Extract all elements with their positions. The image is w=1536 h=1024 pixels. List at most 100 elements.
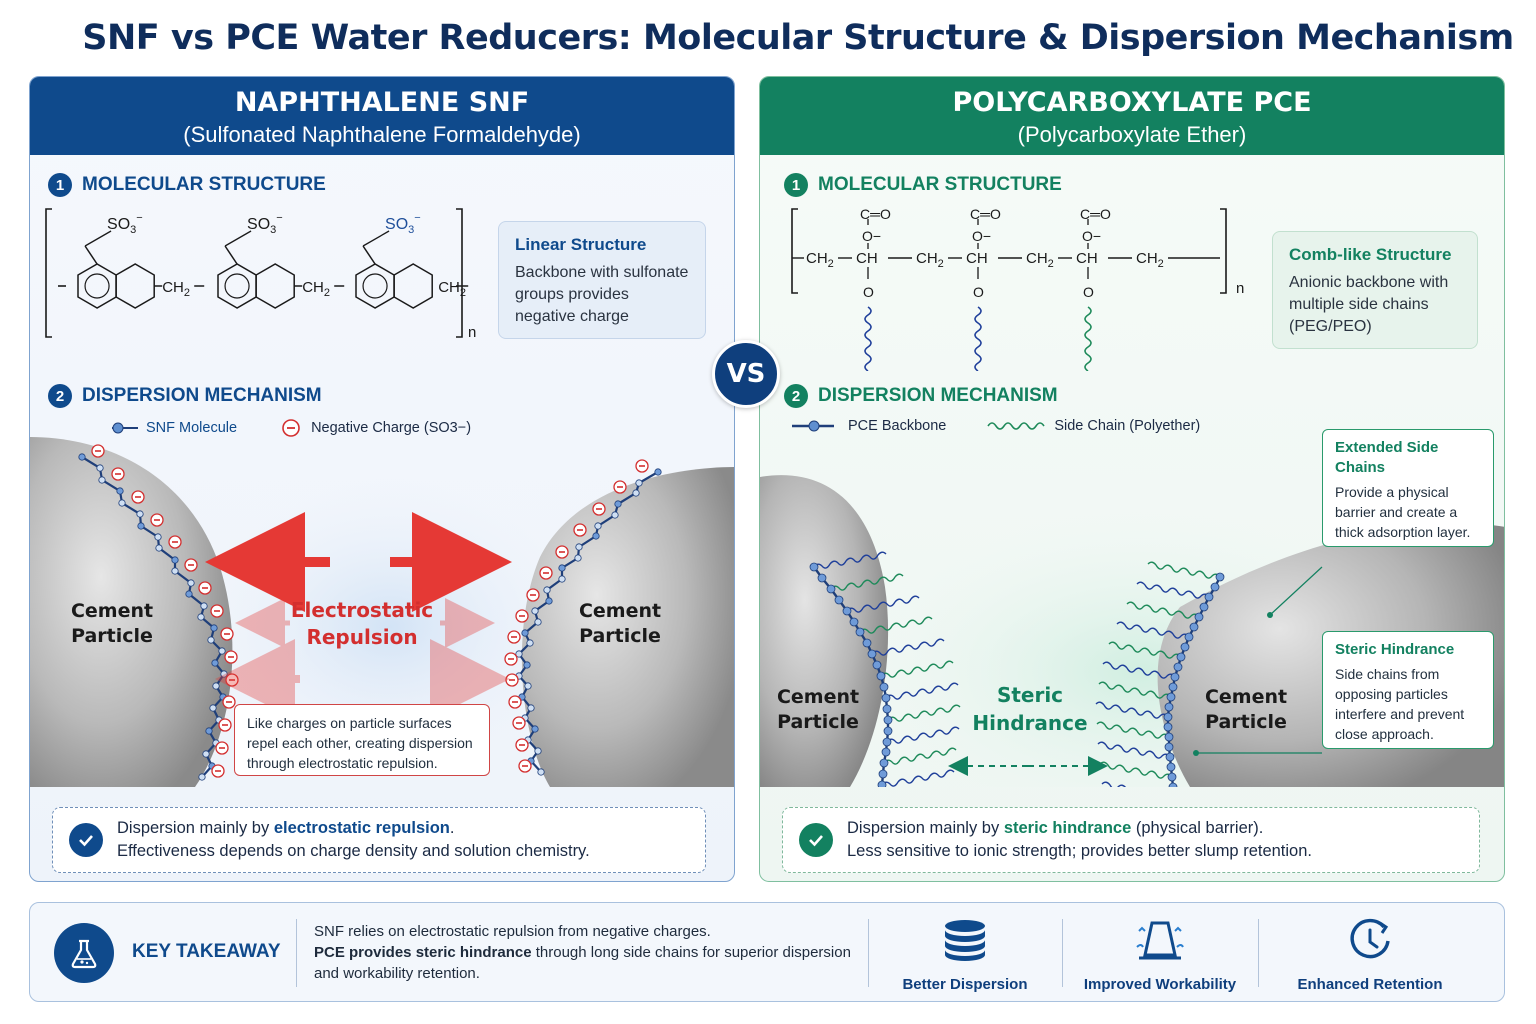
snf-panel-header: NAPHTHALENE SNF (Sulfonated Naphthalene … <box>30 77 734 155</box>
summary-post: . <box>449 819 455 837</box>
summary-pre: Dispersion mainly by <box>117 819 274 837</box>
snf-subtitle: (Sulfonated Naphthalene Formaldehyde) <box>183 122 581 147</box>
snf-monomer <box>200 602 208 610</box>
pce-backbone-unit <box>1215 572 1225 582</box>
force-label-line2: Repulsion <box>306 625 417 649</box>
snf-monomer <box>531 725 539 733</box>
particle-label-line2: Particle <box>71 625 153 647</box>
snf-monomer <box>632 489 640 497</box>
snf-monomer <box>594 522 602 530</box>
steric-hindrance-note: Steric Hindrance Side chains from opposi… <box>1322 631 1494 749</box>
polyether-side-chain <box>1095 701 1169 719</box>
naphthalene-unit: SO3−CH2 <box>217 212 345 309</box>
pce-backbone-unit <box>1164 742 1174 752</box>
snf-monomer <box>98 476 106 484</box>
legend-pce-backbone: PCE Backbone <box>848 418 947 434</box>
snf-monomer <box>534 747 542 755</box>
negative-charge-icon <box>220 627 234 641</box>
pce-backbone-unit <box>826 584 836 594</box>
polyether-side-chain <box>864 306 872 371</box>
summary-highlight: steric hindrance <box>1003 819 1132 837</box>
cement-particle-right <box>521 467 734 787</box>
polyether-side-chain <box>1126 601 1200 619</box>
snf-monomer <box>136 510 144 518</box>
negative-charge-icon <box>215 741 229 755</box>
section-label: MOLECULAR STRUCTURE <box>82 174 326 195</box>
negative-charge-icon <box>504 652 518 666</box>
methylene-carbon: CH2 <box>806 250 834 270</box>
methylene-linker: CH2 <box>438 279 466 299</box>
snf-monomer <box>212 682 220 690</box>
pce-backbone-unit <box>1168 782 1178 787</box>
pce-backbone-unit <box>879 758 889 768</box>
pce-backbone-unit <box>867 649 877 659</box>
snf-monomer <box>523 661 531 669</box>
pce-backbone-unit <box>879 682 889 692</box>
negative-charge-icon <box>211 764 225 778</box>
carboxylate-oxygen: O− <box>862 228 881 244</box>
snf-monomer <box>211 659 219 667</box>
carbonyl-group: C═O <box>970 206 1001 222</box>
snf-monomer <box>171 567 179 575</box>
polyether-side-chain <box>1098 681 1172 699</box>
pce-backbone-unit <box>1165 752 1175 762</box>
force-label-line1: Electrostatic <box>291 598 433 622</box>
benefit-improved-workability: Improved Workability <box>1070 917 1250 993</box>
snf-monomer <box>531 607 539 615</box>
benefit-label: Better Dispersion <box>902 976 1028 993</box>
snf-section-dispersion: 2 DISPERSION MECHANISM <box>48 384 322 408</box>
polyether-side-chain <box>830 573 904 591</box>
pce-backbone-unit <box>1170 672 1180 682</box>
pce-adsorbed-comb <box>1095 561 1225 787</box>
stacked-layers-icon <box>945 920 985 961</box>
negative-charge-icon <box>225 673 239 687</box>
snf-monomer <box>118 499 126 507</box>
carbonyl-group: C═O <box>1080 206 1111 222</box>
pce-backbone-unit <box>876 671 886 681</box>
benefit-label: Enhanced Retention <box>1297 976 1443 993</box>
snf-monomer <box>524 682 532 690</box>
pce-section-structure: 1 MOLECULAR STRUCTURE <box>784 173 1062 197</box>
structure-box-title: Linear Structure <box>515 235 647 254</box>
carboxylate-oxygen: O− <box>1082 228 1101 244</box>
polyether-side-chain <box>871 638 945 656</box>
particle-label-line1: Cement <box>777 686 859 708</box>
snf-summary: Dispersion mainly by electrostatic repul… <box>52 807 706 873</box>
negative-charge-icon <box>555 545 569 559</box>
snf-monomer <box>521 629 529 637</box>
side-chain-icon <box>987 422 1046 430</box>
snf-monomer <box>545 597 553 605</box>
flask-icon <box>54 923 114 983</box>
pce-backbone-unit <box>1184 632 1194 642</box>
polyether-side-chain <box>883 747 957 765</box>
key-takeaway-label: KEY TAKEAWAY <box>132 941 281 962</box>
section-label: MOLECULAR STRUCTURE <box>818 174 1062 195</box>
carboxylate-oxygen: O− <box>972 228 991 244</box>
carbonyl-group: C═O <box>860 206 891 222</box>
summary-highlight: electrostatic repulsion <box>273 819 450 837</box>
snf-monomer <box>218 647 226 655</box>
pce-backbone-unit <box>855 627 865 637</box>
snf-monomer <box>155 544 163 552</box>
methylene-linker: CH2 <box>302 279 330 299</box>
negative-charge-icon <box>613 480 627 494</box>
methine-carbon: CH <box>1076 250 1098 267</box>
pce-summary: Dispersion mainly by steric hindrance (p… <box>782 807 1480 873</box>
benefit-better-dispersion: Better Dispersion <box>875 917 1055 993</box>
ether-oxygen: O <box>863 284 874 300</box>
note-text: Provide a physical barrier and create a … <box>1335 484 1471 540</box>
snf-monomer <box>220 670 228 678</box>
pce-backbone-unit <box>1167 772 1177 782</box>
benefit-label: Improved Workability <box>1083 976 1237 993</box>
takeaway-highlight: PCE provides steric hindrance <box>314 944 532 961</box>
snf-monomer <box>575 543 583 551</box>
pce-backbone-unit <box>872 660 882 670</box>
snf-monomer <box>137 522 145 530</box>
negative-charge-icon <box>222 695 236 709</box>
snf-repulsion-note: Like charges on particle surfaces repel … <box>234 704 490 776</box>
snf-monomer <box>526 639 534 647</box>
section-number: 1 <box>784 173 808 197</box>
section-label: DISPERSION MECHANISM <box>82 385 322 406</box>
snf-title: NAPHTHALENE SNF <box>234 87 530 118</box>
